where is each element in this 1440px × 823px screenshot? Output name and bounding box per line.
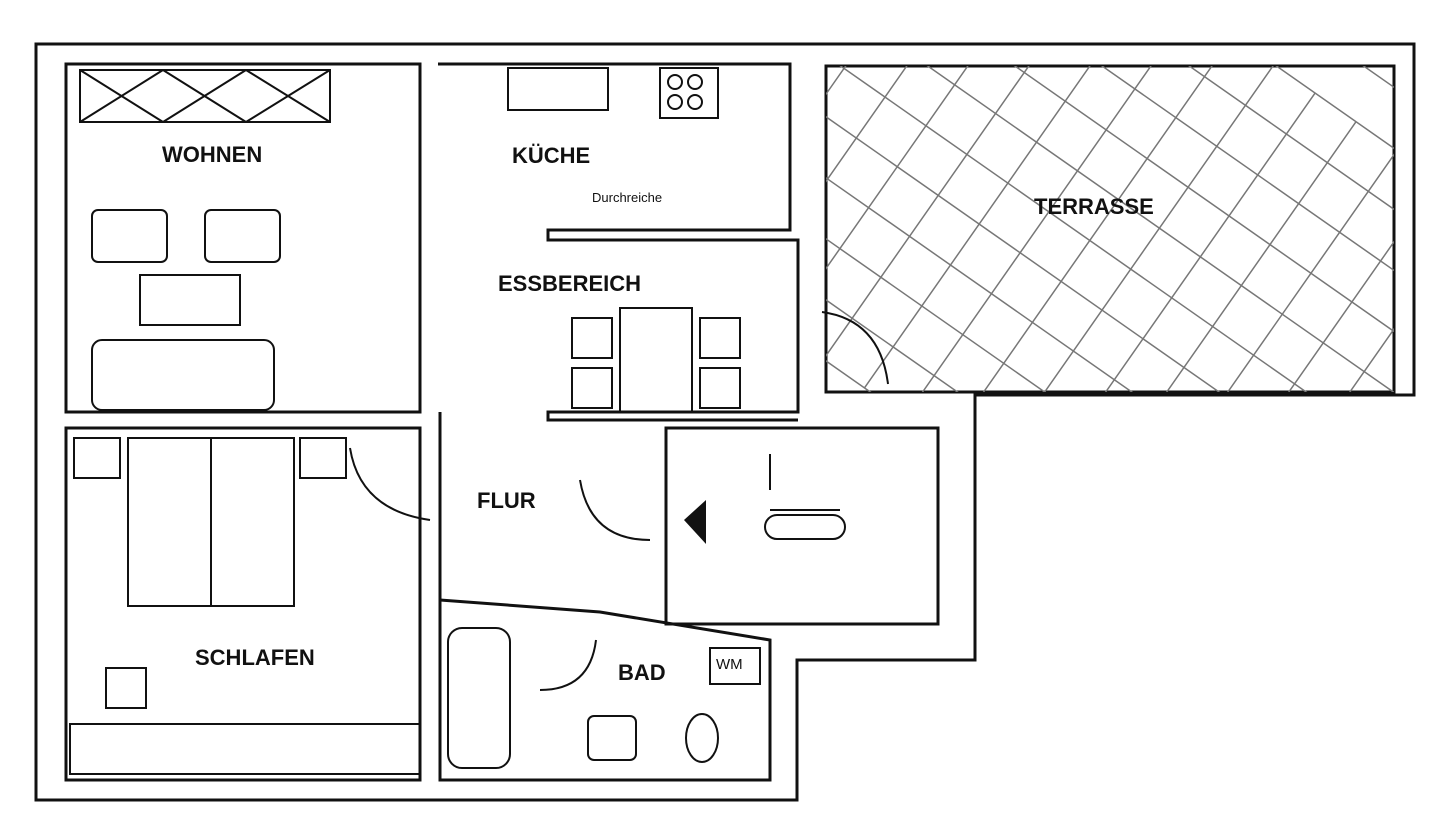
room-label-bad: BAD — [618, 660, 666, 685]
room-label-flur: FLUR — [477, 488, 536, 513]
durchreiche-annotation: Durchreiche — [592, 190, 663, 205]
room-label-kueche: KÜCHE — [512, 143, 591, 168]
washing-machine-label: WM — [716, 656, 743, 673]
room-label-essbereich: ESSBEREICH — [498, 271, 642, 296]
room-label-wohnen: WOHNEN — [162, 142, 263, 167]
room-label-terrasse: TERRASSE — [1034, 194, 1154, 219]
room-label-schlafen: SCHLAFEN — [195, 645, 315, 670]
